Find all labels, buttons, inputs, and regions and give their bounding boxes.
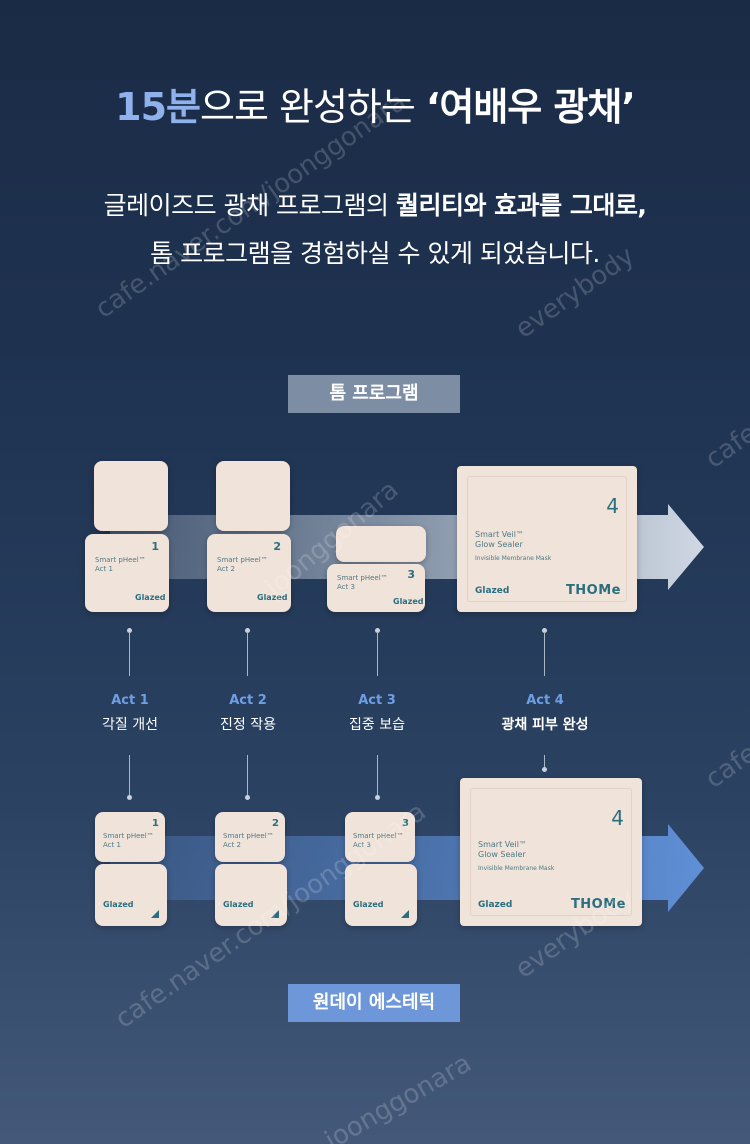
connector-line — [377, 755, 378, 797]
connector-line — [377, 632, 378, 676]
bottom-program-label: 원데이 에스테틱 — [288, 984, 460, 1022]
subtitle-line-2: 톰 프로그램을 경험하실 수 있게 되었습니다. — [150, 239, 600, 268]
connector-dot — [245, 795, 250, 800]
product-name: Smart pHeel™ — [217, 556, 268, 564]
top-mask-pouch: 4 Smart Veil™ Glow Sealer Invisible Memb… — [457, 466, 637, 612]
act-number: Act 1 — [111, 693, 149, 708]
bottom-product-3-base: Glazed — [345, 864, 417, 926]
product-number: 2 — [272, 818, 279, 829]
product-number: 1 — [151, 540, 159, 553]
triangle-mark-icon — [271, 910, 279, 918]
product-act: Act 1 — [95, 565, 113, 573]
top-product-1: 1 Smart pHeel™ Act 1 Glazed — [85, 534, 169, 612]
connector-line — [544, 755, 545, 769]
act-description: 진정 작용 — [220, 717, 276, 733]
pouch-desc: Invisible Membrane Mask — [478, 865, 555, 872]
act-2: Act 2 진정 작용 — [188, 693, 308, 734]
connector-line — [544, 632, 545, 676]
act-description: 각질 개선 — [102, 717, 158, 733]
connector-dot — [542, 767, 547, 772]
product-name: Smart pHeel™ — [95, 556, 146, 564]
subtitle-text: 글레이즈드 광채 프로그램의 — [103, 191, 396, 220]
pouch-name: Smart Veil™ — [478, 840, 527, 849]
connector-dot — [542, 628, 547, 633]
connector-line — [247, 755, 248, 797]
product-number: 3 — [402, 818, 409, 829]
product-act: Act 1 — [103, 841, 121, 849]
product-brand: Glazed — [257, 593, 288, 602]
product-brand: Glazed — [393, 597, 424, 606]
act-number: Act 3 — [358, 693, 396, 708]
connector-line — [247, 632, 248, 676]
bottom-mask-pouch: 4 Smart Veil™ Glow Sealer Invisible Memb… — [460, 778, 642, 926]
product-act: Act 2 — [217, 565, 235, 573]
triangle-mark-icon — [151, 910, 159, 918]
product-name: Smart pHeel™ — [223, 832, 274, 840]
product-act: Act 3 — [353, 841, 371, 849]
product-brand: Glazed — [223, 900, 254, 909]
bottom-product-2: 2 Smart pHeel™ Act 2 — [215, 812, 285, 862]
top-product-2: 2 Smart pHeel™ Act 2 Glazed — [207, 534, 291, 612]
headline-quote: ‘여배우 광채’ — [425, 85, 636, 129]
bottom-product-3: 3 Smart pHeel™ Act 3 — [345, 812, 415, 862]
product-number: 3 — [407, 568, 415, 581]
connector-line — [129, 632, 130, 676]
product-act: Act 3 — [337, 583, 355, 591]
pouch-desc: Invisible Membrane Mask — [475, 555, 552, 562]
watermark: cafe — [700, 738, 750, 795]
top-product-1-cap — [94, 461, 168, 531]
subtitle-line-1: 글레이즈드 광채 프로그램의 퀄리티와 효과를 그대로, — [0, 186, 750, 222]
connector-dot — [375, 795, 380, 800]
pouch-number: 4 — [611, 806, 624, 830]
product-name: Smart pHeel™ — [337, 574, 388, 582]
product-act: Act 2 — [223, 841, 241, 849]
top-product-2-cap — [216, 461, 290, 531]
act-number: Act 4 — [526, 693, 564, 708]
product-number: 2 — [273, 540, 281, 553]
headline-highlight: 15분 — [115, 85, 201, 129]
act-3: Act 3 집중 보습 — [317, 693, 437, 734]
headline-middle: 으로 완성하는 — [200, 85, 426, 129]
pouch-name-2: Glow Sealer — [475, 540, 523, 549]
connector-dot — [375, 628, 380, 633]
top-product-3: 3 Smart pHeel™ Act 3 Glazed — [327, 564, 425, 612]
connector-dot — [245, 628, 250, 633]
act-description: 광채 피부 완성 — [501, 717, 589, 733]
connector-dot — [127, 795, 132, 800]
thome-logo: THOMe — [565, 583, 621, 598]
headline: 15분으로 완성하는 ‘여배우 광채’ — [0, 76, 750, 131]
product-brand: Glazed — [353, 900, 384, 909]
bottom-product-1-base: Glazed — [95, 864, 167, 926]
watermark: joonggonara — [320, 1048, 477, 1144]
pouch-brand: Glazed — [475, 586, 510, 596]
connector-line — [129, 755, 130, 797]
triangle-mark-icon — [401, 910, 409, 918]
product-number: 1 — [152, 818, 159, 829]
act-number: Act 2 — [229, 693, 267, 708]
top-program-label: 톰 프로그램 — [288, 375, 460, 413]
product-brand: Glazed — [135, 593, 166, 602]
act-1: Act 1 각질 개선 — [70, 693, 190, 734]
product-brand: Glazed — [103, 900, 134, 909]
pouch-name: Smart Veil™ — [475, 530, 524, 539]
subtitle-bold: 퀄리티와 효과를 그대로, — [395, 191, 647, 220]
act-description: 집중 보습 — [349, 717, 405, 733]
bottom-product-2-base: Glazed — [215, 864, 287, 926]
pouch-brand: Glazed — [478, 900, 513, 910]
product-name: Smart pHeel™ — [353, 832, 404, 840]
connector-dot — [127, 628, 132, 633]
bottom-product-1: 1 Smart pHeel™ Act 1 — [95, 812, 165, 862]
pouch-number: 4 — [606, 494, 619, 518]
pouch-name-2: Glow Sealer — [478, 850, 526, 859]
watermark: cafe — [700, 418, 750, 475]
product-name: Smart pHeel™ — [103, 832, 154, 840]
top-product-3-cap — [336, 526, 426, 562]
thome-logo: THOMe — [570, 897, 626, 912]
act-4: Act 4 광채 피부 완성 — [485, 693, 605, 734]
